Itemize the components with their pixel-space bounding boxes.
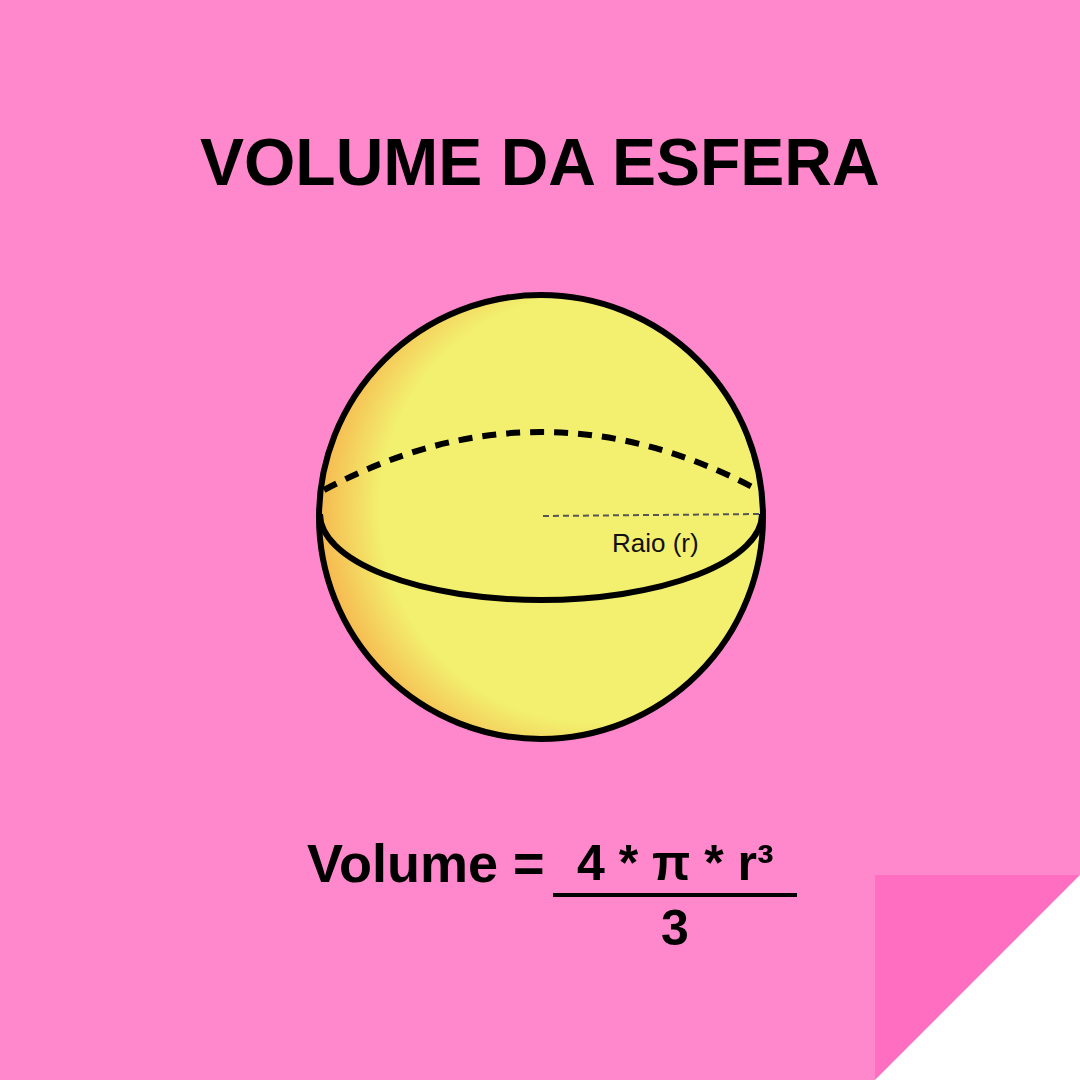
formula-denominator: 3 [661, 899, 689, 957]
radius-label: Raio (r) [612, 528, 699, 559]
sphere: Raio (r) [316, 292, 766, 742]
sphere-outline [316, 292, 766, 742]
formula-left: Volume = [307, 832, 545, 894]
back-equator [324, 432, 758, 490]
corner-cut [875, 875, 1080, 1080]
formula-numerator: 4 * π * r³ [577, 834, 774, 892]
folded-corner [875, 875, 1080, 1080]
radius-line [543, 514, 762, 516]
fraction-bar [553, 893, 797, 897]
front-equator [320, 514, 762, 600]
sphere-body [319, 295, 763, 739]
title: VOLUME DA ESFERA [200, 124, 880, 200]
